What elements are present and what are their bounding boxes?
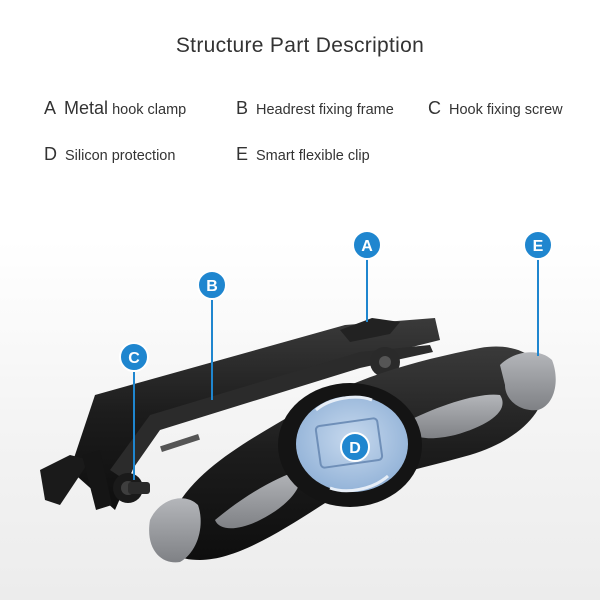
- legend-name-d: Silicon protection: [65, 148, 176, 164]
- legend-name-a-big: Metal: [64, 98, 109, 118]
- legend-item-d: D Silicon protection: [44, 144, 175, 165]
- page-title: Structure Part Description: [175, 34, 425, 57]
- legend-name-c: Hook fixing screw: [449, 102, 563, 118]
- legend-item-e: E Smart flexible clip: [236, 144, 370, 165]
- headrest-fixing-frame: [40, 318, 440, 510]
- callout-b: B: [197, 270, 227, 300]
- legend-letter-a: A: [44, 98, 57, 118]
- legend-item-a: A Metal hook clamp: [44, 98, 186, 119]
- hook-fixing-screw: [113, 473, 150, 503]
- metal-hook-clamp: [340, 318, 400, 377]
- legend-letter-c: C: [428, 98, 441, 118]
- legend-name-a: hook clamp: [112, 102, 187, 118]
- legend-name-b: Headrest fixing frame: [256, 102, 394, 118]
- legend-letter-d: D: [44, 144, 57, 164]
- legend-letter-b: B: [236, 98, 249, 118]
- legend-item-c: C Hook fixing screw: [428, 98, 563, 119]
- legend-letter-e: E: [236, 144, 249, 164]
- callout-a-label: A: [361, 238, 373, 255]
- callout-e-label: E: [533, 238, 544, 255]
- callout-e: E: [523, 230, 553, 260]
- callout-d-label: D: [349, 440, 361, 457]
- legend-name-e: Smart flexible clip: [256, 148, 370, 164]
- callout-d: D: [340, 432, 370, 462]
- callout-b-label: B: [206, 278, 218, 295]
- callout-c-label: C: [128, 350, 140, 367]
- callout-c: C: [119, 342, 149, 372]
- callout-a: A: [352, 230, 382, 260]
- legend-item-b: B Headrest fixing frame: [236, 98, 394, 119]
- callout-lines: [133, 258, 539, 480]
